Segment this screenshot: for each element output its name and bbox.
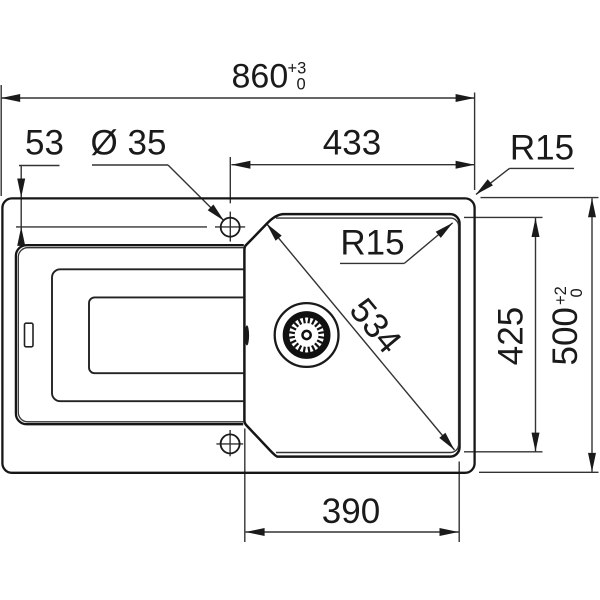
svg-text:+2: +2 — [552, 286, 570, 305]
svg-text:Ø 35: Ø 35 — [91, 123, 167, 162]
svg-text:0: 0 — [568, 288, 586, 297]
svg-text:+3: +3 — [288, 59, 307, 77]
svg-text:R15: R15 — [340, 224, 404, 263]
svg-text:53: 53 — [25, 123, 64, 162]
svg-text:0: 0 — [297, 75, 306, 93]
svg-text:390: 390 — [322, 492, 380, 531]
svg-text:425: 425 — [492, 307, 531, 365]
svg-text:500: 500 — [546, 307, 585, 365]
svg-text:860: 860 — [232, 58, 289, 96]
svg-text:433: 433 — [323, 124, 381, 163]
svg-text:R15: R15 — [510, 128, 574, 167]
